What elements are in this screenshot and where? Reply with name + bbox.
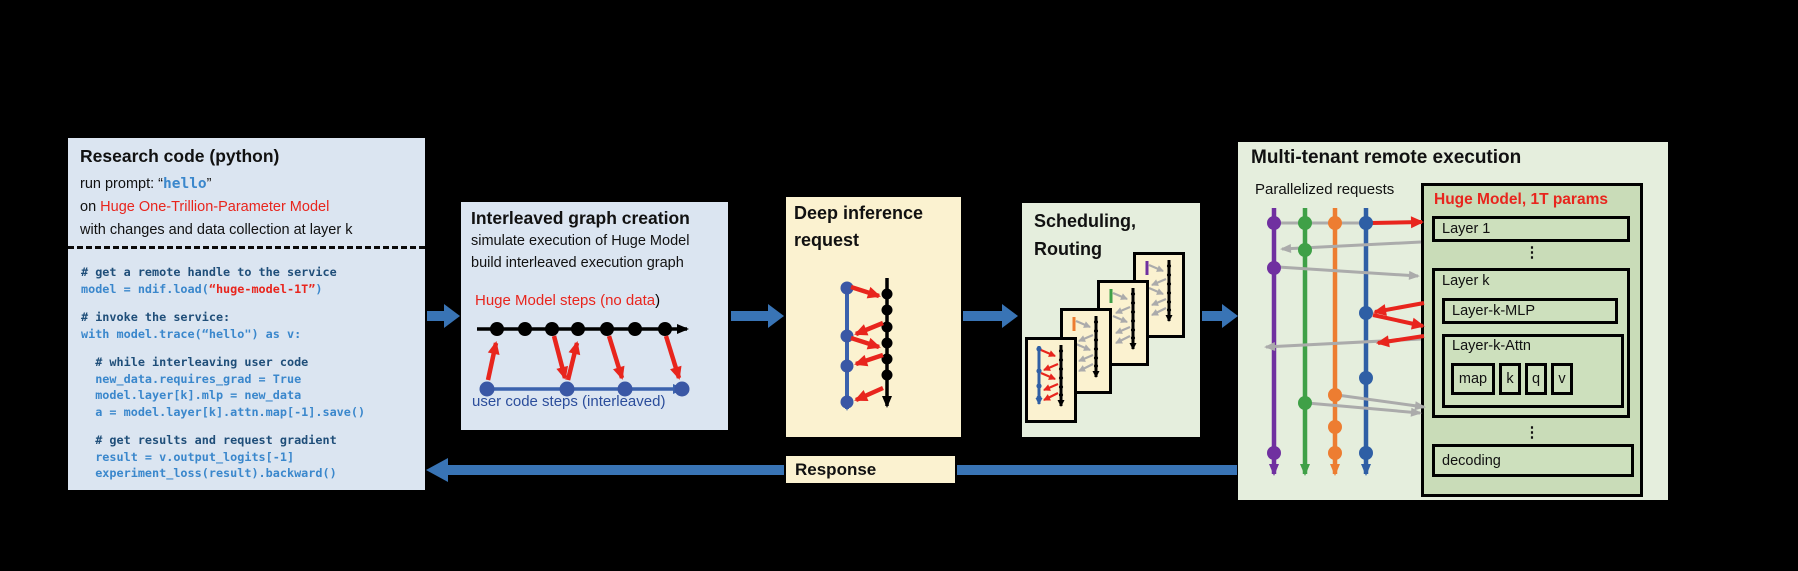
request-card-mini-diagram <box>1145 260 1173 322</box>
huge-model-steps-label: Huge Model steps (no data) <box>475 292 660 309</box>
layers-ellipsis: ⋮ <box>1524 244 1540 261</box>
interleaved-graph-box: Interleaved graph creation simulate exec… <box>461 202 728 430</box>
code-comment: # invoke the service: <box>81 310 231 324</box>
deep-box-title-line2: request <box>794 230 860 250</box>
multi-tenant-box: Multi-tenant remote execution Paralleliz… <box>1238 142 1668 500</box>
flow-arrow-icon <box>963 304 1018 328</box>
decoding-label: decoding <box>1442 453 1501 469</box>
prompt-suffix: ” <box>206 176 212 192</box>
request-card-blue-front <box>1025 337 1077 423</box>
label-red-part: Huge Model steps (no data <box>475 292 656 309</box>
research-box-title: Research code (python) <box>80 146 280 166</box>
attn-v-box: v <box>1551 363 1573 395</box>
layers-ellipsis-2: ⋮ <box>1524 424 1540 441</box>
response-label: Response <box>795 460 877 479</box>
code-line: a = model.layer[k].attn.map[-1].save() <box>81 404 366 419</box>
flow-arrow-icon <box>427 304 460 328</box>
huge-model-title: Huge Model, 1T params <box>1434 191 1608 208</box>
label-black-part: ) <box>655 292 661 309</box>
code-string: “huge-model-1T” <box>208 281 316 296</box>
dashed-divider <box>68 246 425 249</box>
layer-k-attn-label: Layer-k-Attn <box>1452 338 1531 354</box>
model-line: on Huge One-Trillion-Parameter Model <box>80 199 329 215</box>
interleave-arrows <box>485 335 682 381</box>
parallelized-requests-label: Parallelized requests <box>1255 181 1395 198</box>
layer-k-mlp-label: Layer-k-MLP <box>1452 303 1535 319</box>
flow-arrow-icon <box>731 304 784 328</box>
user-step-dots <box>840 281 854 409</box>
layer-1-label: Layer 1 <box>1442 221 1491 237</box>
deep-box-title-line1: Deep inference <box>794 203 924 223</box>
huge-model-step-dots <box>490 322 672 336</box>
research-code-box: Research code (python) run prompt: “hell… <box>68 138 425 490</box>
request-card-mini-diagram <box>1109 288 1137 350</box>
deep-inference-box: Deep inference request <box>786 197 961 437</box>
code-text: model = ndif.load( <box>81 281 209 296</box>
layer-k-mlp-box: Layer-k-MLP <box>1442 298 1618 324</box>
huge-model-box: Huge Model, 1T params Layer 1 ⋮ Layer k … <box>1421 183 1643 497</box>
interleave-arrows <box>850 284 884 403</box>
interleaved-box-title: Interleaved graph creation <box>471 208 690 228</box>
scheduling-title-line2: Routing <box>1034 239 1102 259</box>
scheduling-routing-box: Scheduling, Routing <box>1022 203 1200 437</box>
interleaved-sub2: build interleaved execution graph <box>471 255 684 271</box>
user-code-steps-label: user code steps (interleaved) <box>472 393 666 410</box>
attn-k-box: k <box>1499 363 1521 395</box>
request-card-mini-diagram <box>1035 345 1065 407</box>
code-comment: # while interleaving user code <box>81 355 309 369</box>
request-routing-arrows <box>1264 240 1426 417</box>
attn-map-box: map <box>1451 363 1495 395</box>
on-prefix: on <box>80 199 101 215</box>
interleaved-sub1: simulate execution of Huge Model <box>471 233 690 249</box>
model-step-dots <box>881 288 893 381</box>
run-prompt-line: run prompt: “hello” <box>80 176 212 192</box>
attn-q-box: q <box>1525 363 1547 395</box>
code-line: with model.trace(“hello") as v: <box>81 326 302 341</box>
flow-arrow-icon <box>1202 304 1238 328</box>
multi-tenant-title: Multi-tenant remote execution <box>1251 147 1522 168</box>
code-line: result = v.output_logits[-1] <box>81 449 295 464</box>
code-line: new_data.requires_grad = True <box>81 371 302 386</box>
model-name: Huge One-Trillion-Parameter Model <box>100 199 330 215</box>
response-box: Response <box>784 454 957 485</box>
code-line: model = ndif.load(“huge-model-1T”) <box>81 281 365 298</box>
layer-1-box: Layer 1 <box>1432 216 1630 242</box>
prompt-value: hello <box>163 176 207 192</box>
code-line: experiment_loss(result).backward() <box>81 466 337 480</box>
changes-line: with changes and data collection at laye… <box>80 222 353 238</box>
request-card-mini-diagram <box>1072 316 1100 378</box>
scheduling-title-line1: Scheduling, <box>1034 211 1137 231</box>
code-line: model.layer[k].mlp = new_data <box>81 388 302 402</box>
active-request-arrows <box>1371 216 1425 348</box>
decoding-box: decoding <box>1432 444 1634 477</box>
code-text: ) <box>315 281 323 296</box>
code-comment: # get results and request gradient <box>81 433 337 447</box>
layer-k-label: Layer k <box>1442 273 1490 289</box>
code-comment: # get a remote handle to the service <box>81 265 337 279</box>
code-block: # get a remote handle to the service mod… <box>81 264 365 482</box>
prompt-prefix: run prompt: “ <box>80 176 163 192</box>
